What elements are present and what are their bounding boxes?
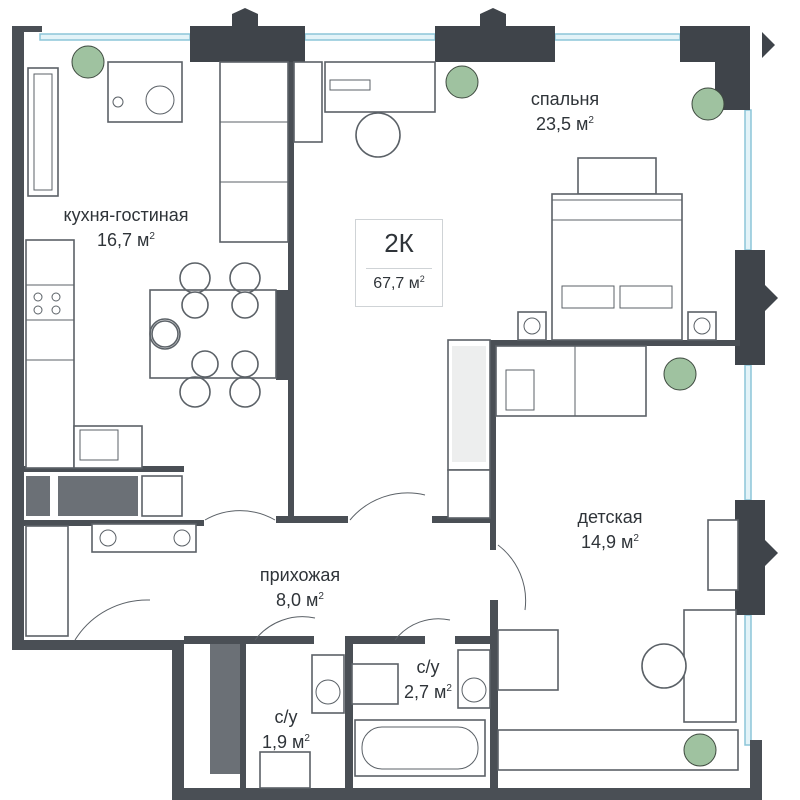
apartment-total-area: 67,7 м	[373, 275, 420, 292]
room-area: 2,7 м	[404, 682, 447, 702]
room-name: кухня-гостиная	[63, 205, 189, 225]
bedroom-furniture	[293, 61, 717, 341]
kitchen-furniture	[25, 61, 289, 517]
room-label-kids: детская 14,9 м2	[550, 506, 670, 553]
room-label-bedroom: спальня 23,5 м2	[510, 88, 620, 135]
room-area: 23,5 м	[536, 114, 589, 134]
room-area: 8,0 м	[276, 590, 319, 610]
area-unit-sup: 2	[588, 115, 594, 126]
area-unit-sup: 2	[149, 231, 155, 242]
room-area: 1,9 м	[262, 732, 305, 752]
interior-walls	[24, 62, 740, 790]
room-area: 16,7 м	[97, 230, 150, 250]
area-unit-sup: 2	[304, 733, 310, 744]
room-label-hall: прихожая 8,0 м2	[238, 564, 362, 611]
room-area: 14,9 м	[581, 532, 634, 552]
room-label-bath-2: с/у 2,7 м2	[390, 656, 466, 703]
room-label-kitchen: кухня-гостиная 16,7 м2	[40, 204, 212, 251]
doors	[74, 492, 527, 641]
apartment-badge: 2К 67,7 м2	[355, 219, 443, 307]
room-name: детская	[577, 507, 643, 527]
hall-furniture	[25, 523, 197, 637]
pillars	[190, 8, 778, 615]
apartment-type: 2К	[384, 228, 414, 258]
kids-furniture	[447, 339, 739, 771]
room-name: спальня	[530, 89, 600, 109]
area-unit-sup: 2	[419, 274, 425, 284]
badge-divider	[366, 268, 432, 269]
room-label-bath-1: с/у 1,9 м2	[248, 706, 324, 753]
bathroom-fixtures	[210, 644, 491, 789]
plant-icon	[71, 45, 725, 767]
area-unit-sup: 2	[633, 533, 639, 544]
room-name: прихожая	[259, 565, 341, 585]
room-name: с/у	[416, 657, 440, 677]
area-unit-sup: 2	[446, 683, 452, 694]
area-unit-sup: 2	[318, 591, 324, 602]
room-name: с/у	[274, 707, 298, 727]
